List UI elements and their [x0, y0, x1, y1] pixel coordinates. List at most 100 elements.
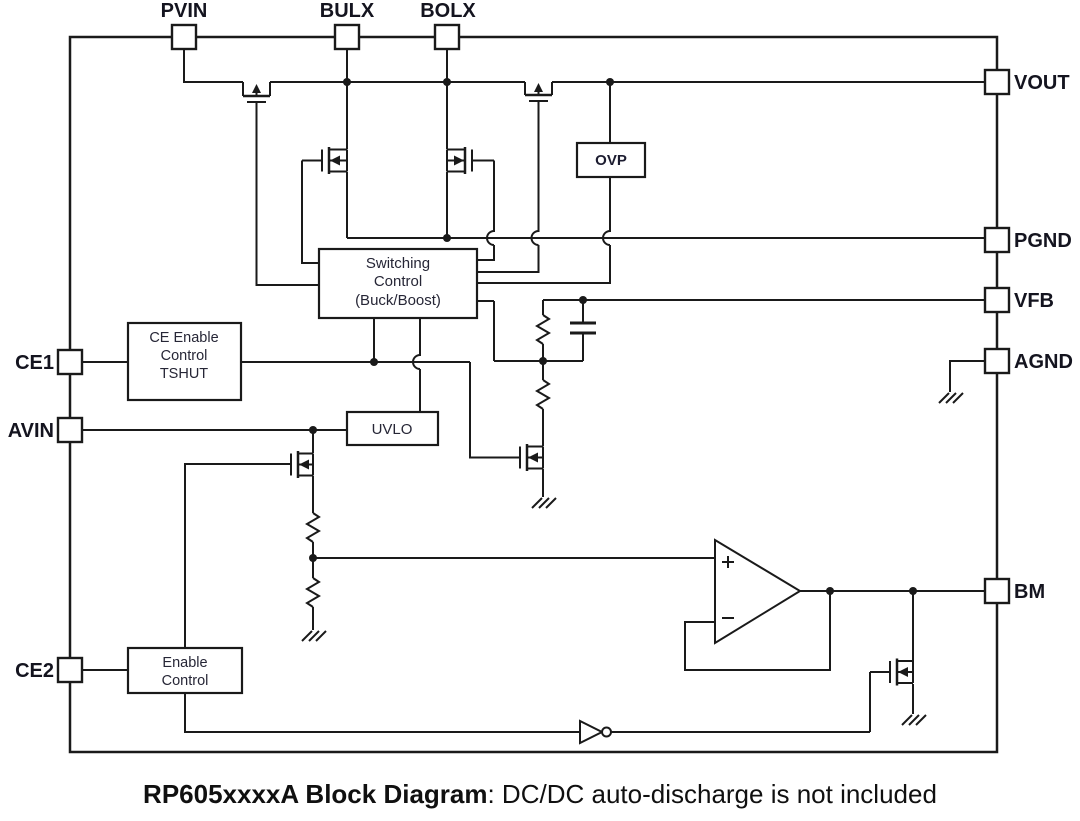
wire-gate-m3	[472, 159, 495, 261]
block-label: Enable	[162, 655, 207, 671]
inverter	[579, 719, 612, 745]
block-ce-enable-control: CE Enable Control TSHUT	[126, 321, 243, 402]
pin-bolx	[433, 23, 461, 51]
wire-ovp-bottom	[477, 177, 611, 284]
junction-dot	[309, 554, 317, 562]
block-label: Switching	[366, 255, 430, 272]
mosfet-arrow-icon	[454, 155, 464, 166]
pin-vout	[983, 68, 1011, 96]
mosfet-terminals	[242, 82, 271, 96]
ground-icon	[531, 497, 557, 509]
pin-ce2	[56, 656, 84, 684]
junction-dot	[826, 587, 834, 595]
pin-agnd	[983, 347, 1011, 375]
block-label: CE Enable	[149, 330, 218, 346]
mosfet-vout-pass	[524, 82, 553, 102]
ground-icon	[901, 714, 927, 726]
caption-text: : DC/DC auto-discharge is not included	[487, 779, 937, 809]
opamp-plus-icon	[722, 556, 734, 568]
block-outline	[126, 321, 243, 402]
wire-gate-m2	[301, 159, 322, 264]
pin-labels: PVIN BULX BOLX VOUT PGND VFB AGND BM CE1…	[8, 0, 1073, 682]
caption-title: RP605xxxxA Block Diagram	[143, 779, 488, 809]
junction-dot	[443, 234, 451, 242]
block-outline	[317, 247, 479, 320]
resistor-fb-bottom	[535, 379, 551, 410]
junction-dot	[539, 357, 547, 365]
pin-bulx	[333, 23, 361, 51]
block-label: Control	[374, 273, 422, 290]
mosfet-arrow-icon	[534, 83, 543, 92]
pin-label-bulx: BULX	[320, 0, 375, 22]
wires	[82, 49, 985, 733]
wire-pvin	[183, 49, 243, 83]
pin-pvin	[170, 23, 198, 51]
capacitor-fb	[570, 321, 596, 335]
resistor-divider-bottom	[305, 577, 321, 608]
block-outline	[575, 141, 647, 179]
caption: RP605xxxxA Block Diagram: DC/DC auto-dis…	[0, 779, 1080, 810]
junction-dot	[909, 587, 917, 595]
mosfet-pvin-pass	[242, 82, 271, 103]
pin-label-bolx: BOLX	[420, 0, 476, 22]
mosfet-boost-lowside	[446, 147, 473, 174]
mosfet-bm-switch	[290, 451, 314, 478]
resistor-fb-top	[535, 314, 551, 345]
pin-label-ce2: CE2	[15, 660, 54, 682]
mosfet-arrow-icon	[898, 667, 908, 677]
wire-gate-m4	[477, 101, 540, 273]
pins	[56, 23, 1011, 684]
block-outline	[126, 646, 244, 695]
pin-label-pgnd: PGND	[1014, 230, 1072, 252]
mosfet-terminals	[524, 82, 553, 95]
inverter-triangle	[579, 719, 605, 745]
resistor-divider-top	[305, 512, 321, 543]
block-label: Control	[161, 348, 208, 364]
wire-opamp-feedback	[684, 591, 831, 671]
mosfet-arrow-icon	[299, 459, 309, 470]
junction-dot	[309, 426, 317, 434]
pin-label-pvin: PVIN	[161, 0, 208, 22]
pin-label-avin: AVIN	[8, 420, 54, 442]
block-label: OVP	[595, 152, 627, 169]
wire-uvlo-feed	[412, 318, 421, 412]
pin-vfb	[983, 286, 1011, 314]
pin-ce1	[56, 348, 84, 376]
wire-fb-sense	[477, 300, 583, 362]
block-enable-control: Enable Control	[126, 646, 244, 695]
block-ovp: OVP	[575, 141, 647, 179]
junction-dots	[309, 78, 917, 595]
mosfet-arrow-icon	[528, 452, 538, 463]
block-switching-control: Switching Control (Buck/Boost)	[317, 247, 479, 320]
mosfet-buck-lowside	[321, 147, 348, 174]
pin-label-agnd: AGND	[1014, 351, 1073, 373]
junction-dot	[443, 78, 451, 86]
block-label: (Buck/Boost)	[355, 292, 441, 309]
wire-ec-down	[184, 693, 580, 733]
pin-avin	[56, 416, 84, 444]
junction-dot	[579, 296, 587, 304]
ground-icon	[301, 630, 327, 642]
pin-label-vout: VOUT	[1014, 72, 1070, 94]
junction-dot	[343, 78, 351, 86]
pin-label-vfb: VFB	[1014, 290, 1054, 312]
wire-gate-m1	[255, 102, 319, 286]
pin-label-bm: BM	[1014, 581, 1045, 603]
mosfet-bm-pulldown	[889, 658, 914, 686]
ground-symbols	[301, 392, 964, 726]
wire-agnd	[949, 360, 985, 392]
wire-m7-gate	[869, 671, 890, 732]
junction-dot	[370, 358, 378, 366]
mosfet-vfb-discharge	[519, 444, 544, 471]
wire-ec-up	[184, 463, 291, 648]
mosfet-arrow-icon	[330, 155, 340, 166]
inverter-bubble	[601, 726, 612, 738]
block-uvlo: UVLO	[345, 410, 440, 447]
block-label: UVLO	[372, 421, 413, 438]
block-label: Control	[162, 673, 209, 689]
pin-pgnd	[983, 226, 1011, 254]
block-label: TSHUT	[160, 366, 208, 382]
resistors	[305, 314, 551, 608]
